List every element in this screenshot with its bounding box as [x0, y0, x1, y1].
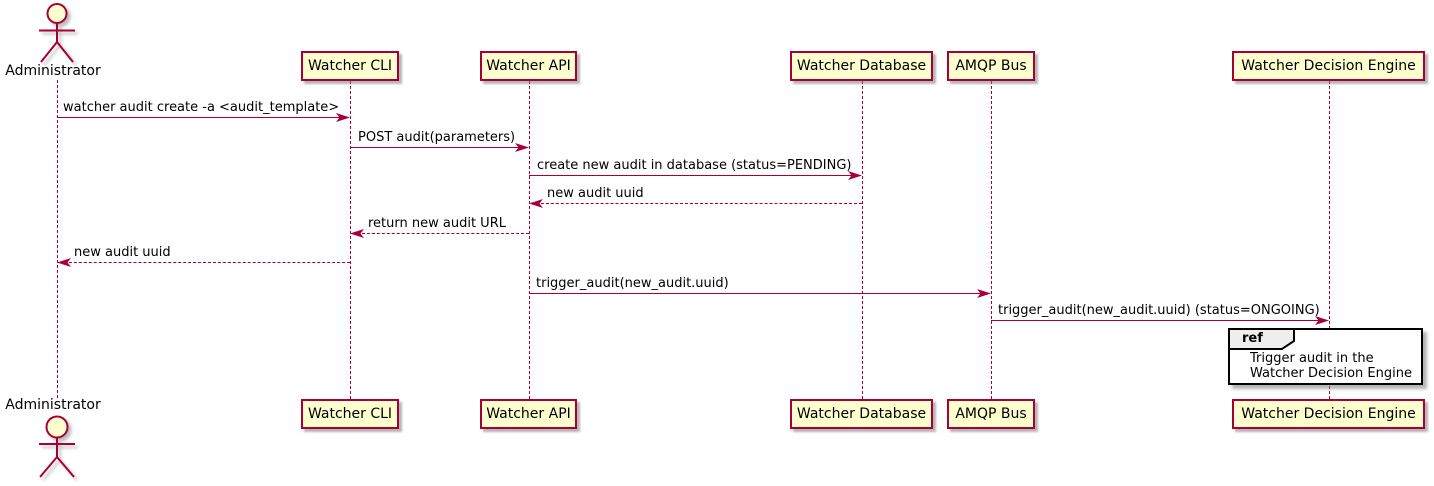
participant-amqp-bus-bottom: AMQP Bus	[947, 399, 1035, 429]
participant-amqp-bus-top: AMQP Bus	[947, 51, 1035, 81]
arrowhead-right-icon	[336, 113, 350, 122]
participant-watcher-cli-top: Watcher CLI	[301, 51, 399, 81]
participant-label: AMQP Bus	[955, 58, 1027, 74]
lifeline-amqp-bus	[991, 81, 992, 399]
arrowhead-left-icon	[57, 258, 71, 267]
lifeline-watcher-api	[529, 81, 530, 399]
ref-pentagon-icon	[1228, 328, 1295, 350]
message-label: trigger_audit(new_audit.uuid) (status=ON…	[998, 303, 1320, 318]
message-label: watcher audit create -a <audit_template>	[63, 100, 340, 115]
message-label: trigger_audit(new_audit.uuid)	[536, 276, 729, 291]
message-line	[529, 175, 860, 176]
arrowhead-left-icon	[350, 229, 364, 238]
ref-fragment: ref Trigger audit in the Watcher Decisio…	[1228, 328, 1423, 385]
message-line	[59, 262, 350, 263]
administrator-actor-icon-bottom	[39, 415, 75, 478]
participant-label: Watcher Database	[796, 58, 927, 74]
message-label: POST audit(parameters)	[358, 130, 516, 145]
participant-label: Watcher CLI	[307, 406, 393, 422]
message-line	[350, 147, 527, 148]
actor-label-administrator-bottom: Administrator	[5, 397, 101, 413]
arrowhead-left-icon	[529, 199, 543, 208]
ref-text-line-1: Trigger audit in the	[1250, 351, 1374, 366]
message-label: new audit uuid	[74, 245, 171, 260]
participant-label: Watcher Decision Engine	[1241, 406, 1416, 422]
participant-label: AMQP Bus	[955, 406, 1027, 422]
message-label: new audit uuid	[547, 186, 644, 201]
participant-watcher-database-bottom: Watcher Database	[790, 399, 933, 429]
arrowhead-right-icon	[848, 171, 862, 180]
participant-watcher-decision-engine-top: Watcher Decision Engine	[1232, 51, 1425, 81]
arrowhead-right-icon	[1315, 316, 1329, 325]
participant-watcher-database-top: Watcher Database	[790, 51, 933, 81]
participant-watcher-api-bottom: Watcher API	[480, 399, 577, 429]
arrowhead-right-icon	[977, 289, 991, 298]
lifeline-watcher-decision-engine	[1329, 81, 1330, 399]
lifeline-watcher-cli	[350, 81, 351, 399]
actor-label-administrator-top: Administrator	[5, 63, 101, 79]
participant-label: Watcher Decision Engine	[1241, 58, 1416, 74]
lifeline-administrator	[57, 80, 58, 398]
lifeline-watcher-database	[862, 81, 863, 399]
message-label: return new audit URL	[368, 216, 506, 231]
message-line	[529, 293, 989, 294]
participant-watcher-api-top: Watcher API	[480, 51, 577, 81]
message-line	[57, 117, 348, 118]
message-line	[352, 233, 529, 234]
participant-label: Watcher CLI	[307, 58, 393, 74]
participant-watcher-decision-engine-bottom: Watcher Decision Engine	[1232, 399, 1425, 429]
ref-keyword: ref	[1242, 331, 1263, 346]
arrowhead-right-icon	[515, 143, 529, 152]
message-line	[531, 203, 862, 204]
participant-label: Watcher API	[486, 58, 571, 74]
participant-watcher-cli-bottom: Watcher CLI	[301, 399, 399, 429]
message-line	[991, 320, 1327, 321]
message-label: create new audit in database (status=PEN…	[537, 158, 852, 173]
ref-text-line-2: Watcher Decision Engine	[1250, 366, 1412, 381]
participant-label: Watcher API	[486, 406, 571, 422]
participant-label: Watcher Database	[796, 406, 927, 422]
administrator-actor-icon	[39, 3, 75, 63]
